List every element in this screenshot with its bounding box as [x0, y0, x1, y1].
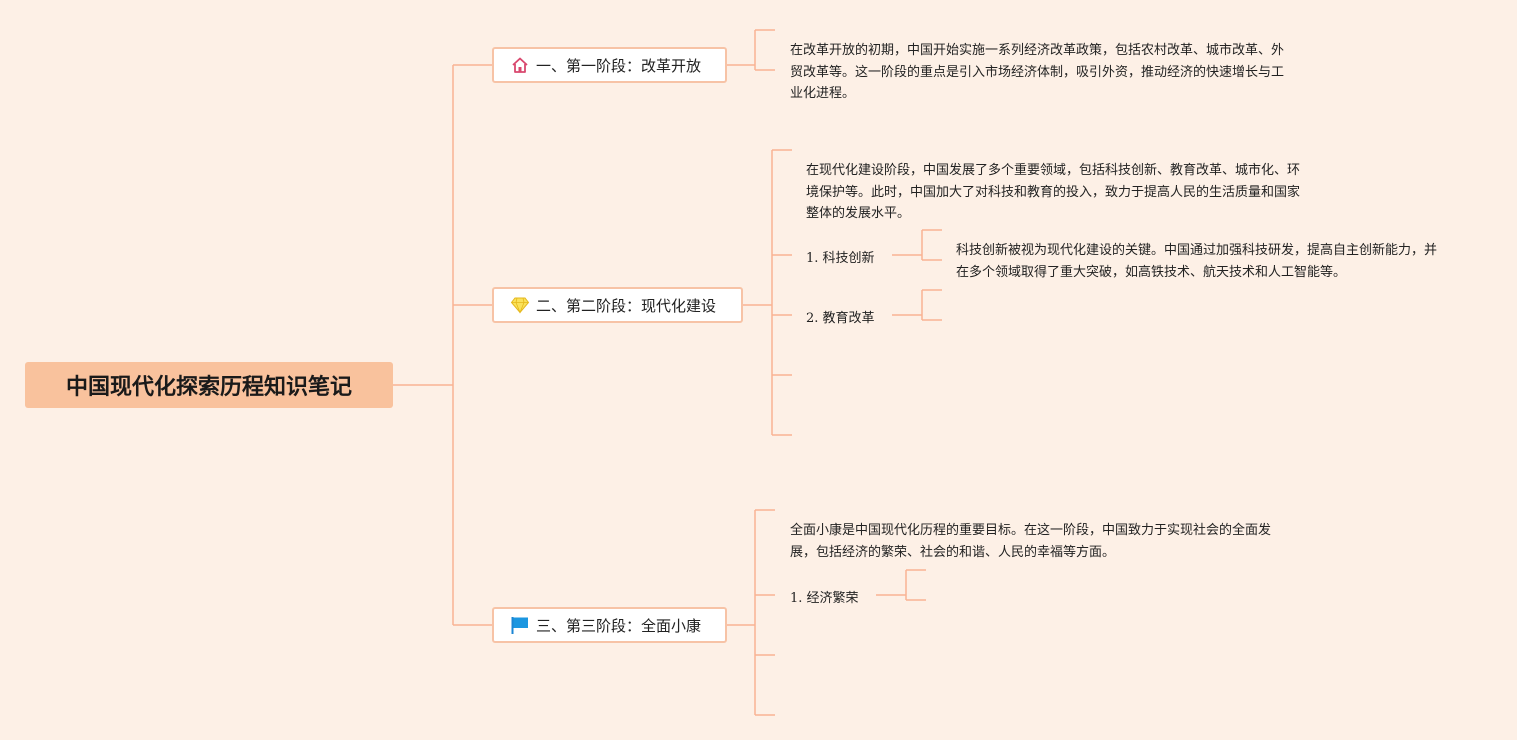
root-node[interactable]: 中国现代化探索历程知识笔记 [25, 362, 393, 408]
stage-2-item-tech-innovation[interactable]: 1. 科技创新 [806, 251, 875, 266]
stage-2-node[interactable]: 二、第二阶段：现代化建设 [492, 287, 743, 323]
stage-3-label: 三、第三阶段：全面小康 [536, 616, 702, 635]
stage-2-item-education-reform[interactable]: 2. 教育改革 [806, 311, 875, 326]
stage-1-node[interactable]: 一、第一阶段：改革开放 [492, 47, 727, 83]
stage-2-description: 在现代化建设阶段，中国发展了多个重要领域，包括科技创新、教育改革、城市化、环境保… [806, 163, 1301, 221]
home-icon [510, 55, 530, 75]
diamond-icon [510, 295, 530, 315]
root-title: 中国现代化探索历程知识笔记 [65, 375, 352, 400]
stage-3-description: 全面小康是中国现代化历程的重要目标。在这一阶段，中国致力于实现社会的全面发展，包… [790, 523, 1272, 560]
stage-2-label: 二、第二阶段：现代化建设 [536, 296, 717, 315]
stage-1-label: 一、第一阶段：改革开放 [536, 56, 702, 75]
stage-1-description: 在改革开放的初期，中国开始实施一系列经济改革政策，包括农村改革、城市改革、外贸改… [790, 43, 1285, 101]
stage-3-node[interactable]: 三、第三阶段：全面小康 [492, 607, 727, 643]
tech-innovation-description: 科技创新被视为现代化建设的关键。中国通过加强科技研发，提高自主创新能力，并在多个… [956, 243, 1438, 280]
flag-icon [510, 615, 530, 635]
stage-3-item-economic-prosperity[interactable]: 1. 经济繁荣 [790, 591, 859, 606]
